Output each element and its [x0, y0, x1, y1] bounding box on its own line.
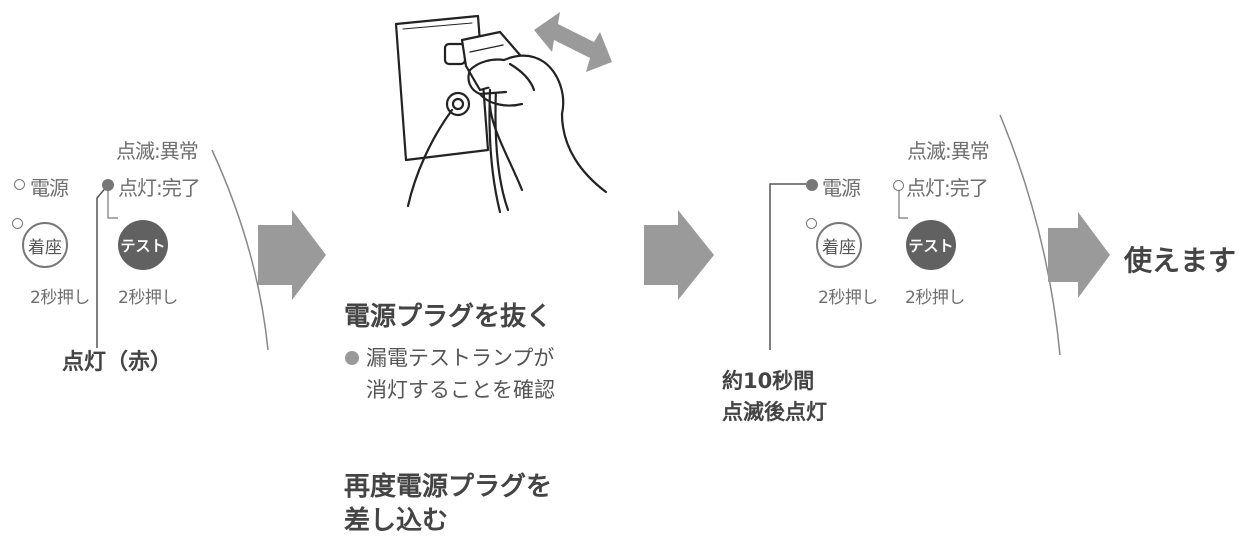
test-indicator-on-icon [102, 179, 114, 191]
step2-note-line1: 漏電テストランプが [366, 346, 555, 370]
panel-left-status-on: 点灯:完了 [118, 176, 201, 200]
panel-right-status-on: 点灯:完了 [906, 176, 989, 200]
outlet-plug-hand-illustration [394, 14, 608, 214]
panel-left-status-blink: 点滅:異常 [116, 139, 199, 163]
panel-right-leader-line [769, 183, 806, 350]
test-hint-right: 2秒押し [905, 288, 965, 308]
panel-left-power-label: 電源 [30, 176, 69, 200]
power-indicator-off-icon [14, 179, 25, 190]
test-button-right: テスト [906, 220, 956, 270]
seat-hint: 2秒押し [30, 288, 90, 308]
panel-right-power-label: 電源 [822, 176, 861, 200]
test-indicator-off-icon [893, 180, 904, 191]
power-indicator-on-icon [806, 179, 818, 191]
panel-left-test-bracket [107, 190, 118, 219]
step2-next-line1: 再度電源プラグを [344, 472, 553, 502]
seat-button: 着座 [22, 222, 68, 268]
test-hint: 2秒押し [118, 288, 178, 308]
panel-left-edge [211, 149, 269, 351]
right-arrow-icon-1 [258, 210, 326, 300]
bullet-icon [345, 351, 359, 365]
step2-next-line2: 差し込む [344, 506, 449, 536]
panel-right-edge [999, 114, 1061, 356]
seat-indicator-icon-right [806, 218, 817, 229]
double-arrow-icon [534, 12, 612, 72]
step2-note-line2: 消灯することを確認 [366, 378, 555, 402]
panel-right-callout-line2: 点滅後点灯 [722, 400, 827, 424]
panel-left-leader-line [96, 184, 109, 348]
step2-title: 電源プラグを抜く [344, 302, 553, 332]
seat-indicator-icon [12, 218, 23, 229]
right-arrow-icon-2 [644, 210, 714, 300]
seat-button-right: 着座 [816, 222, 862, 268]
panel-right-test-bracket [898, 190, 908, 219]
panel-right-callout-line1: 約10秒間 [722, 369, 815, 393]
result-label: 使えます [1124, 244, 1237, 277]
panel-left-callout: 点灯（赤） [62, 350, 173, 375]
right-arrow-icon-3 [1048, 212, 1110, 298]
panel-right-status-blink: 点滅:異常 [907, 139, 990, 163]
seat-hint-right: 2秒押し [818, 288, 878, 308]
test-button: テスト [118, 220, 168, 270]
